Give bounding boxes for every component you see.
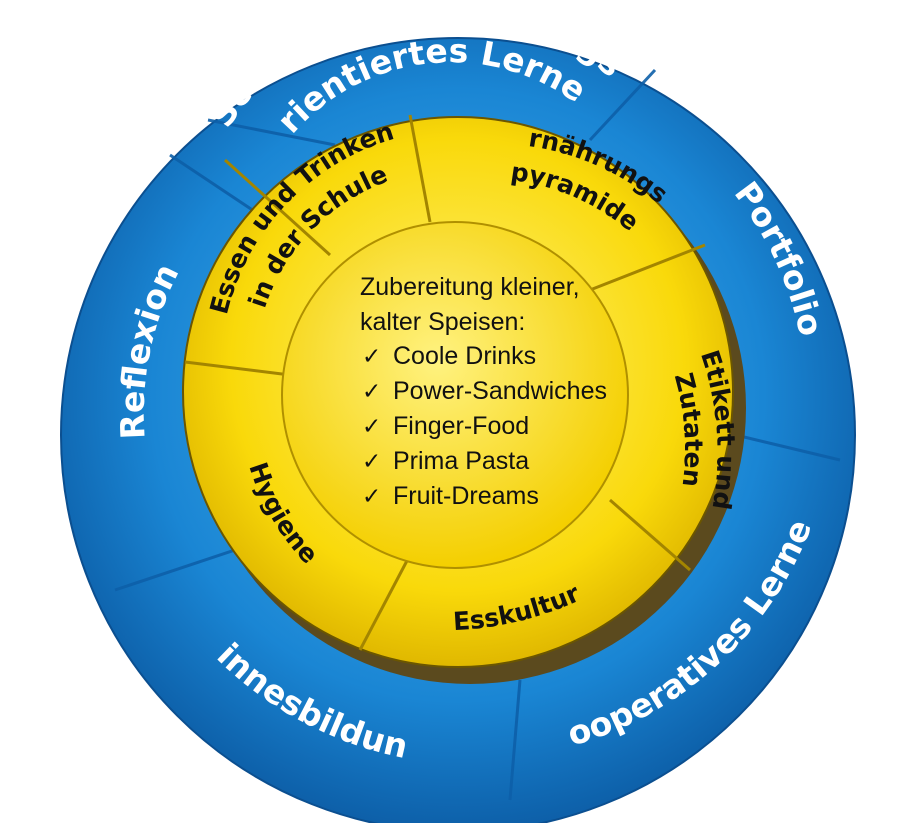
check-icon: ✓	[362, 344, 381, 370]
check-icon: ✓	[362, 414, 381, 440]
checklist-item: Fruit-Dreams	[393, 482, 539, 510]
checklist-item: Prima Pasta	[393, 447, 529, 475]
check-icon: ✓	[362, 449, 381, 475]
center-circle	[281, 221, 629, 569]
checklist-item: Finger-Food	[393, 412, 529, 440]
center-heading-line2: kalter Speisen:	[360, 308, 525, 336]
checklist: ✓ Coole Drinks ✓ Power-Sandwiches ✓ Fing…	[362, 342, 607, 510]
check-icon: ✓	[362, 484, 381, 510]
check-icon: ✓	[362, 379, 381, 405]
center-content: Zubereitung kleiner, kalter Speisen: ✓ C…	[360, 273, 607, 510]
checklist-item: Coole Drinks	[393, 342, 536, 370]
center-heading-line1: Zubereitung kleiner,	[360, 273, 580, 301]
checklist-item: Power-Sandwiches	[393, 377, 607, 405]
